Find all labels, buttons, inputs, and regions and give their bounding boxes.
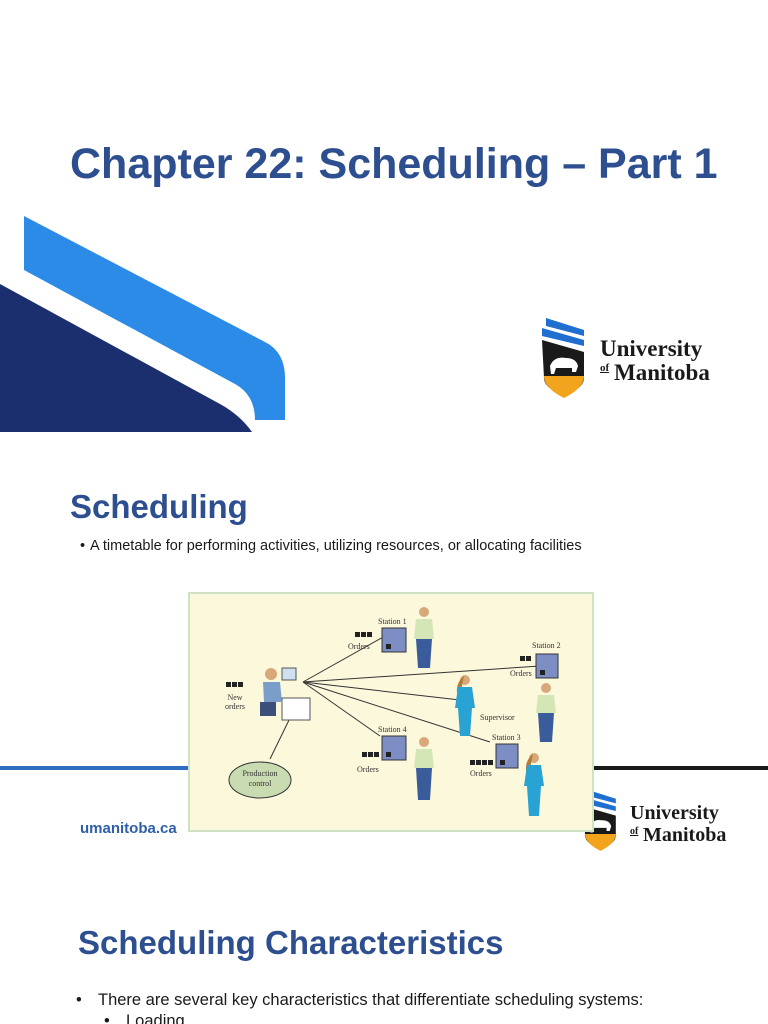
worker4-icon	[414, 737, 434, 800]
characteristics-slide: Scheduling Characteristics • There are s…	[0, 896, 768, 1024]
stripe-dark	[0, 284, 252, 432]
station4-orders-icon	[362, 752, 379, 757]
scheduling-diagram: Production control New orders Station 1	[188, 592, 594, 832]
production-desk-icon	[260, 667, 311, 721]
slide-title: Chapter 22: Scheduling – Part 1	[70, 140, 718, 188]
worker2-icon	[536, 683, 556, 742]
footer-link[interactable]: umanitoba.ca	[80, 820, 177, 837]
production-control-node	[228, 761, 292, 799]
bullet-dot: •	[80, 538, 86, 554]
logo-line2: Manitoba	[614, 360, 710, 385]
station4-label: Station 4	[378, 725, 407, 734]
footer-rule-blue	[0, 766, 190, 770]
production-control-label-1: Production	[242, 769, 277, 778]
new-orders-label-1: New	[227, 693, 242, 702]
bullet-item: • There are several key characteristics …	[76, 991, 644, 1010]
scheduling-slide: Scheduling • A timetable for performing …	[0, 448, 768, 896]
station3-orders-label: Orders	[470, 769, 492, 778]
new-orders-stack-icon	[226, 682, 243, 687]
diagram-canvas: Production control New orders Station 1	[225, 607, 561, 816]
connection-lines	[269, 635, 541, 760]
sub-bullet-dot: •	[104, 1012, 110, 1024]
decorative-stripes	[0, 216, 285, 432]
new-orders-label-2: orders	[225, 702, 245, 711]
station4-machine	[381, 735, 407, 761]
production-control-label-2: control	[249, 779, 272, 788]
bison-shield-icon	[542, 318, 584, 398]
station3-machine	[495, 743, 519, 769]
station1-machine	[381, 627, 407, 653]
slide-title: Scheduling	[70, 488, 248, 525]
sub-bullet-text: Loading	[126, 1012, 185, 1024]
station3-orders-icon	[470, 760, 493, 765]
title-slide: Chapter 22: Scheduling – Part 1 Universi…	[0, 0, 768, 448]
slide-title: Scheduling Characteristics	[78, 924, 504, 961]
logo-of: of	[600, 362, 610, 374]
worker1-icon	[414, 607, 434, 668]
worker3-icon	[524, 753, 544, 816]
station2-orders-icon	[520, 656, 531, 661]
bullet-text: There are several key characteristics th…	[98, 991, 644, 1009]
sub-bullet-item: • Loading	[104, 1012, 185, 1024]
university-logo: University of Manitoba	[540, 316, 740, 406]
station3-label: Station 3	[492, 733, 521, 742]
university-logo: University of Manitoba	[582, 788, 762, 858]
station4-orders-label: Orders	[357, 765, 379, 774]
bullet-item: • A timetable for performing activities,…	[80, 538, 610, 555]
logo-line1: University	[630, 802, 719, 824]
station1-orders-icon	[355, 632, 372, 637]
bullet-text: A timetable for performing activities, u…	[90, 538, 582, 554]
bullet-dot: •	[76, 991, 82, 1009]
station1-label: Station 1	[378, 617, 407, 626]
station2-label: Station 2	[532, 641, 561, 650]
logo-line1: University	[600, 336, 703, 361]
station2-orders-label: Orders	[510, 669, 532, 678]
footer-rule-dark	[594, 766, 768, 770]
supervisor-icon	[455, 675, 475, 736]
logo-of: of	[630, 826, 639, 837]
station1-orders-label: Orders	[348, 642, 370, 651]
logo-line2: Manitoba	[643, 824, 727, 846]
station2-machine	[535, 653, 559, 679]
stripe-light	[24, 216, 285, 420]
supervisor-label: Supervisor	[480, 713, 515, 722]
